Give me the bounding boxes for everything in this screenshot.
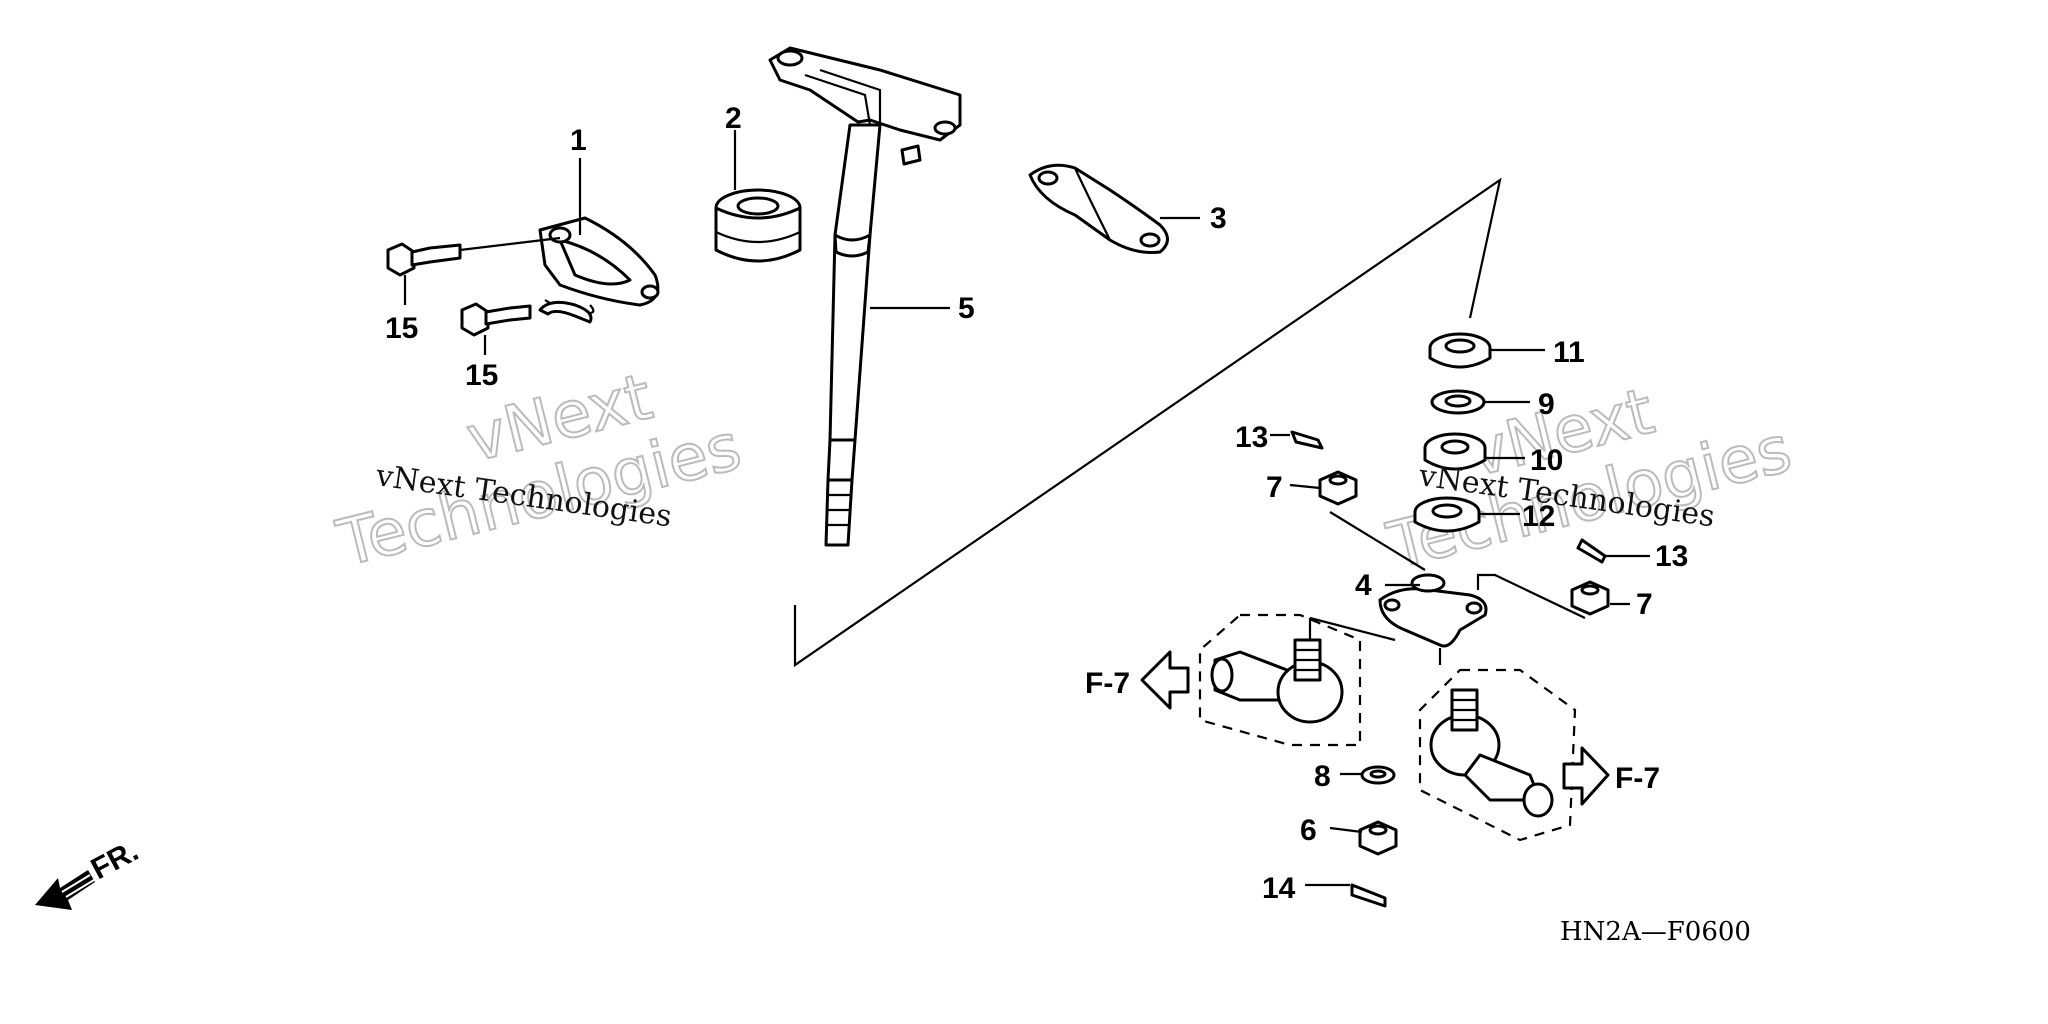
callout-13-lower: 13: [1655, 540, 1688, 573]
tie-rod-end-left: [1210, 638, 1344, 724]
leader-6: [1329, 826, 1363, 834]
callout-15-upper: 15: [385, 312, 418, 345]
part-15-bolt-upper: [386, 242, 462, 277]
reference-arrow-right-icon: [1562, 746, 1610, 806]
callout-10: 10: [1530, 444, 1563, 477]
callout-3: 3: [1210, 202, 1227, 235]
part-1-shaft-holder: [538, 216, 660, 315]
assembly-guide-line: [793, 177, 1502, 668]
part-3-shaft-clamp: [1028, 163, 1169, 254]
callout-7-upper: 7: [1266, 471, 1283, 504]
part-13-cotter-pin-upper: [1290, 430, 1324, 450]
callout-11: 11: [1553, 336, 1585, 369]
part-13-cotter-pin-lower: [1576, 538, 1607, 564]
leader-7-upper: [1289, 483, 1321, 490]
callout-13-upper: 13: [1235, 421, 1268, 454]
part-14-cotter-pin: [1350, 883, 1387, 908]
part-4-pitman-arm: [1378, 573, 1488, 648]
front-label: FR.: [86, 834, 144, 886]
part-9-washer: [1430, 389, 1486, 415]
reference-label-left: F-7: [1085, 667, 1130, 700]
tie-rod-right-outline: [1418, 668, 1577, 842]
tie-rod-end-right: [1429, 688, 1554, 818]
part-2-grommet: [714, 188, 802, 263]
part-8-washer: [1360, 765, 1396, 785]
callout-4: 4: [1355, 569, 1372, 602]
callout-14: 14: [1262, 872, 1296, 905]
callout-6: 6: [1300, 814, 1317, 847]
leader-left-tie-rod: [1308, 616, 1396, 670]
reference-label-right: F-7: [1615, 762, 1660, 795]
part-6-castle-nut: [1358, 820, 1398, 856]
callout-12: 12: [1522, 500, 1555, 533]
leader-nut7-upper-arm: [1329, 511, 1426, 571]
callout-2: 2: [725, 102, 742, 135]
callout-8: 8: [1314, 760, 1331, 793]
part-12-seal: [1413, 496, 1481, 533]
part-10-seal: [1423, 432, 1487, 471]
part-7-nut-lower: [1570, 580, 1610, 616]
callout-5: 5: [958, 292, 975, 325]
part-11-bearing: [1428, 332, 1492, 369]
callout-9: 9: [1538, 388, 1555, 421]
tie-rod-left-outline: [1198, 613, 1362, 747]
part-5-steering-shaft: [768, 46, 962, 547]
part-clip: [538, 300, 593, 324]
callout-7-lower: 7: [1636, 588, 1653, 621]
part-15-bolt-lower: [460, 302, 532, 337]
reference-arrow-left-icon: [1140, 650, 1190, 710]
callout-15-lower: 15: [465, 359, 498, 392]
callout-1: 1: [570, 124, 587, 157]
front-direction-arrow: FR.: [35, 834, 144, 910]
diagram-code: HN2A—F0600: [1560, 917, 1751, 947]
part-7-nut-upper: [1318, 470, 1358, 506]
leader-15-upper-b: [459, 236, 561, 252]
leader-nut7-lower-arm: [1476, 573, 1586, 619]
